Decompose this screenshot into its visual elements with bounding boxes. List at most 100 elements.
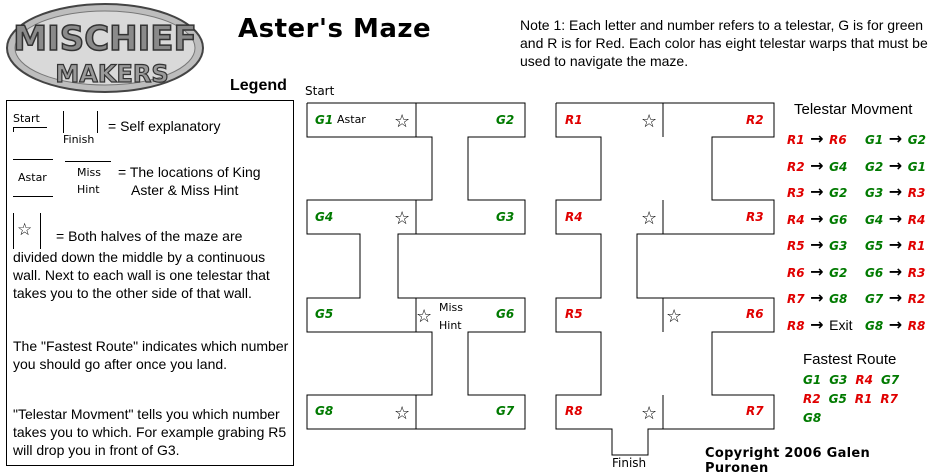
legend-miss-symbol: Miss [77, 166, 102, 179]
arrow-right-icon: → [883, 208, 908, 228]
telestar-from: G5 [865, 239, 884, 253]
miss-line-top [65, 161, 111, 162]
telestar-movement-entry: R6 → G2 [787, 262, 847, 281]
arrow-right-icon: → [804, 129, 830, 148]
telestar-from: R1 [787, 133, 805, 147]
telestar-movement-entry: G3 → R3 [865, 182, 925, 201]
telestar-to: G4 [829, 159, 848, 174]
arrow-right-icon: → [804, 155, 830, 175]
telestar-movement-entry: G8 → R8 [865, 315, 925, 334]
telestar-from: R4 [787, 212, 805, 227]
legend-hint-symbol: Hint [77, 183, 100, 196]
telestar-g6[interactable]: G6 [496, 307, 515, 321]
telestar-from: G2 [865, 159, 884, 174]
legend-paragraph-1: divided down the middle by a continuous … [13, 249, 270, 301]
telestar-g2[interactable]: G2 [496, 113, 515, 127]
legend-heading: Legend [230, 77, 287, 94]
telestar-to: G2 [829, 265, 848, 280]
telestar-to: R6 [829, 133, 847, 147]
telestar-from: G1 [865, 133, 884, 147]
fastest-route-step: R4 [855, 373, 873, 387]
telestar-from: R7 [787, 292, 805, 306]
fastest-route-step: R7 [880, 392, 898, 406]
telestar-to: R3 [907, 265, 926, 280]
telestar-to: G8 [829, 292, 848, 306]
arrow-right-icon: → [804, 208, 830, 228]
telestar-movement-entry: G6 → R3 [865, 262, 925, 281]
telestar-to: Exit [829, 316, 853, 333]
telestar-movement-entry: R8 → Exit [787, 315, 852, 334]
telestar-movement-entry: R5 → G3 [787, 235, 847, 254]
telestar-g8[interactable]: G8 [315, 404, 334, 418]
self-explanatory-text: = Self explanatory [108, 118, 221, 134]
telestar-movement-entry: R2 → G4 [787, 156, 847, 175]
legend-finish-symbol: Finish [63, 133, 95, 146]
astar-line-top [13, 159, 53, 160]
note-text: Note 1: Each letter and number refers to… [520, 17, 928, 69]
fastest-route-title: Fastest Route [803, 351, 897, 368]
logo-line1: MISCHIEF [13, 19, 196, 59]
telestar-g5[interactable]: G5 [315, 307, 334, 321]
fastest-route-step: G1 [803, 373, 822, 387]
telestar-from: G8 [865, 318, 884, 333]
star-icon: ☆ [394, 403, 410, 424]
telestar-to: R4 [907, 212, 926, 227]
telestar-movement-entry: R7 → G8 [787, 288, 847, 307]
telestar-from: G4 [865, 212, 884, 227]
miss-hint-label-1: Miss [439, 301, 464, 314]
telestar-r7[interactable]: R7 [746, 404, 764, 418]
telestar-movement-entry: G2 → G1 [865, 156, 926, 175]
telestar-r2[interactable]: R2 [746, 113, 764, 127]
telestar-g1[interactable]: G1 [315, 113, 334, 127]
telestar-from: G7 [865, 292, 884, 306]
arrow-right-icon: → [804, 182, 830, 201]
finish-line-left [63, 111, 64, 133]
telestar-from: R2 [787, 159, 805, 174]
telestar-r5[interactable]: R5 [565, 307, 583, 321]
logo-graphic: MISCHIEF MAKERS [6, 3, 204, 93]
telestar-from: G6 [865, 265, 884, 280]
logo-line2: MAKERS [55, 60, 168, 88]
star-icon: ☆ [394, 111, 410, 132]
red-maze-walls [555, 102, 775, 456]
green-maze-walls [306, 102, 526, 430]
maze-start-label: Start [305, 84, 335, 98]
legend-star-wall [13, 213, 41, 249]
telestar-movement-entry: G1 → G2 [865, 129, 926, 148]
start-tick [13, 127, 14, 132]
telestar-movement-entry: G4 → R4 [865, 209, 925, 228]
locations-text-2: Aster & Miss Hint [131, 182, 239, 198]
telestar-to: G3 [829, 239, 848, 253]
telestar-to: R1 [907, 239, 926, 253]
telestar-g4[interactable]: G4 [315, 210, 334, 224]
star-icon: ☆ [641, 111, 657, 132]
telestar-g7[interactable]: G7 [496, 404, 515, 418]
telestar-to: G2 [829, 186, 848, 200]
fastest-route-step: R1 [854, 392, 873, 406]
arrow-right-icon: → [883, 314, 908, 334]
telestar-r6[interactable]: R6 [746, 307, 764, 321]
star-icon: ☆ [394, 208, 410, 229]
fastest-route-line: G8 [803, 411, 829, 425]
telestar-r1[interactable]: R1 [565, 113, 583, 127]
telestar-g3[interactable]: G3 [496, 210, 515, 224]
fastest-route-step: R2 [803, 392, 821, 406]
telestar-movement-entry: R3 → G2 [787, 182, 847, 201]
telestar-r4[interactable]: R4 [565, 210, 583, 224]
telestar-movement-entry: G5 → R1 [865, 235, 925, 254]
star-icon: ☆ [17, 220, 33, 240]
telestar-from: G3 [865, 186, 884, 200]
telestar-r8[interactable]: R8 [565, 404, 583, 418]
telestar-movement-title: Telestar Movment [794, 101, 913, 118]
arrow-right-icon: → [883, 235, 908, 254]
telestar-r3[interactable]: R3 [746, 210, 764, 224]
arrow-right-icon: → [883, 182, 908, 201]
star-line-text: = Both halves of the maze are [56, 228, 243, 244]
legend-paragraph-2: The "Fastest Route" indicates which numb… [13, 338, 289, 372]
finish-line-right [97, 111, 98, 133]
telestar-to: R3 [907, 186, 926, 200]
astar-location: Astar [337, 113, 366, 126]
arrow-right-icon: → [804, 235, 830, 254]
